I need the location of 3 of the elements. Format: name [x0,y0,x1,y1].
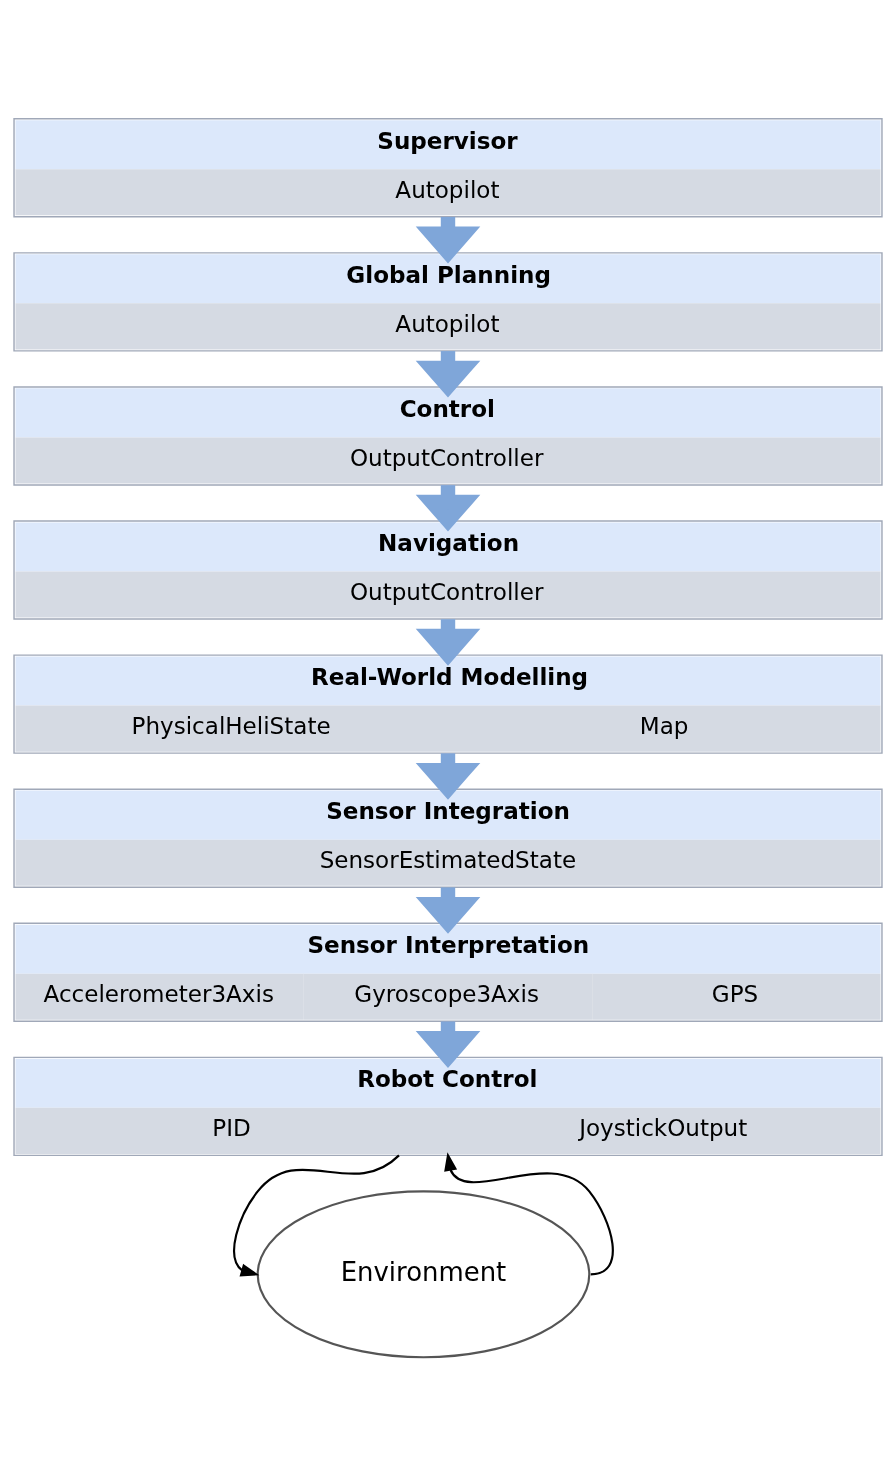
arrow [444,1151,614,1275]
node-ellipse: Environment [256,1189,591,1358]
arrow [233,1154,400,1276]
